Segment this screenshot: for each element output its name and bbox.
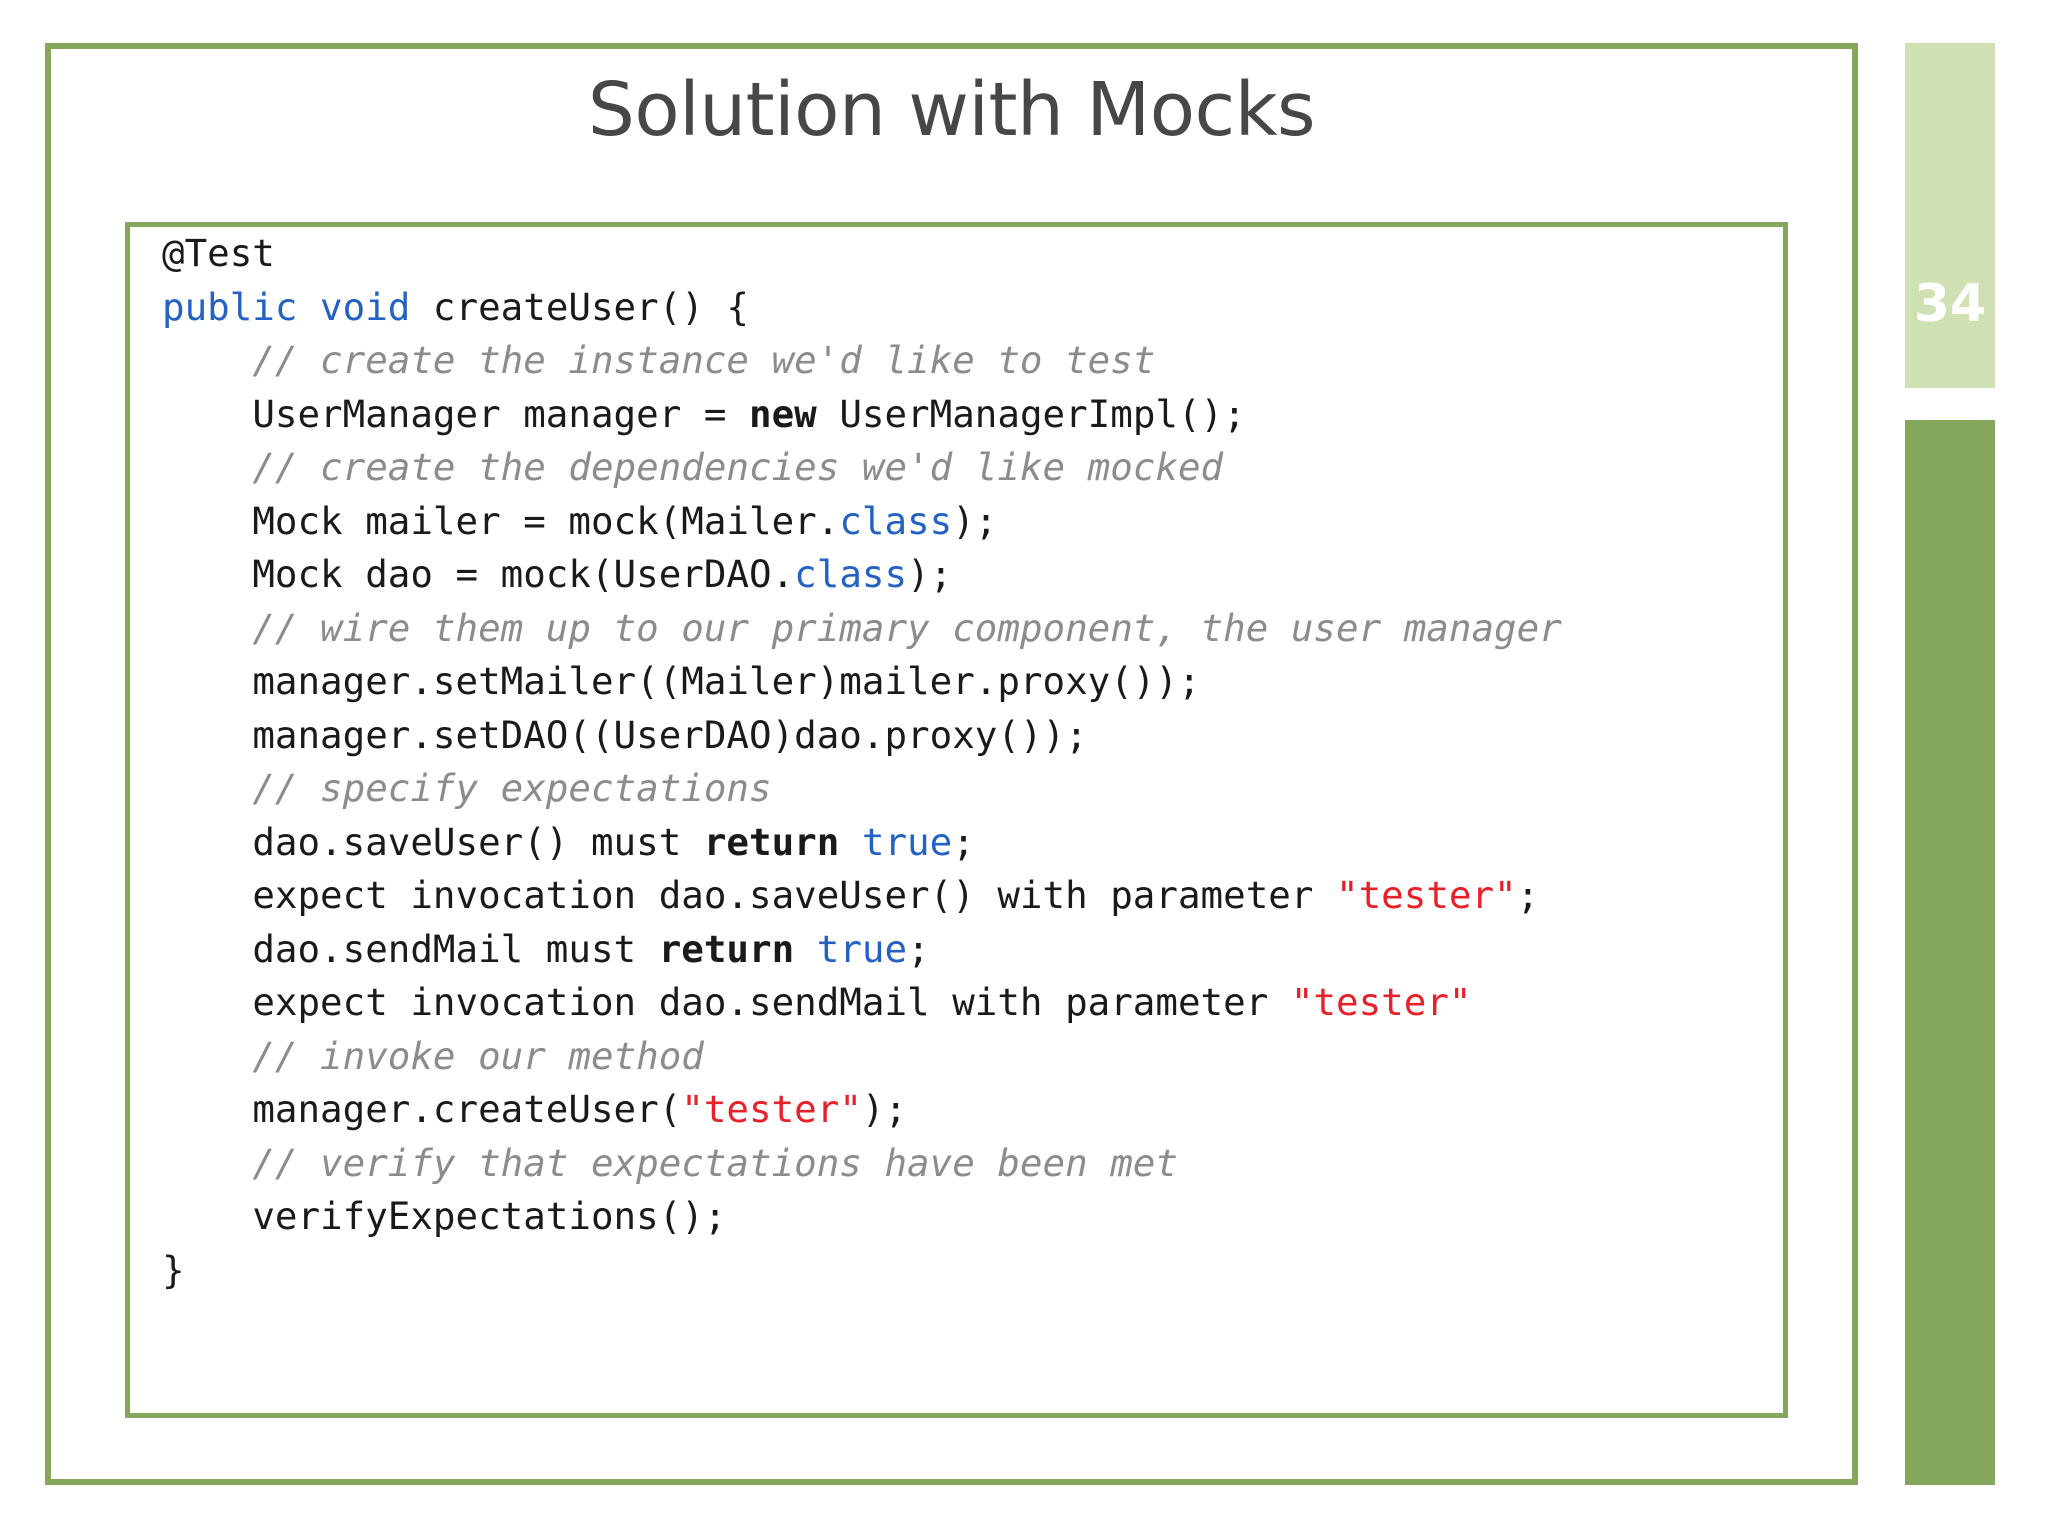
code-token-literal: true — [861, 819, 953, 864]
code-token-plain: @Test — [162, 231, 275, 275]
code-token-comment: // create the dependencies we'd like moc… — [252, 445, 1224, 489]
code-block-container: @Test public void createUser() { // creat… — [125, 222, 1788, 1418]
code-token-plain: ; — [952, 819, 975, 864]
code-line: UserManager manager = new UserManagerImp… — [140, 388, 1783, 442]
code-token-string: "tester" — [1336, 873, 1517, 917]
code-line: public void createUser() { — [140, 281, 1783, 335]
code-line: // wire them up to our primary component… — [140, 602, 1783, 656]
code-token-plain: ); — [861, 1087, 908, 1131]
side-accent-bar — [1905, 420, 1995, 1485]
code-token-plain: dao.saveUser() must — [252, 819, 704, 864]
code-token-comment: // wire them up to our primary component… — [252, 605, 1562, 650]
code-token-plain: manager.setDAO((UserDAO)dao.proxy()); — [252, 712, 1088, 757]
slide-number-label: 34 — [1913, 274, 1987, 334]
code-token-comment: // create the instance we'd like to test — [252, 338, 1156, 382]
code-line: @Test — [140, 227, 1783, 281]
code-line: Mock dao = mock(UserDAO.class); — [140, 548, 1783, 602]
code-token-string: "tester" — [681, 1087, 862, 1131]
code-token-keyword-bold: new — [749, 391, 817, 436]
code-line: expect invocation dao.sendMail with para… — [140, 976, 1783, 1030]
code-token-plain: UserManagerImpl(); — [816, 391, 1246, 436]
code-line: manager.setMailer((Mailer)mailer.proxy()… — [140, 655, 1783, 709]
code-line: // create the dependencies we'd like moc… — [140, 441, 1783, 495]
code-token-comment: // verify that expectations have been me… — [252, 1140, 1178, 1185]
code-line: manager.createUser("tester"); — [140, 1083, 1783, 1137]
code-line: Mock mailer = mock(Mailer.class); — [140, 495, 1783, 549]
code-line: } — [140, 1244, 1783, 1298]
code-token-keyword-bold: return — [658, 926, 795, 971]
code-line: // verify that expectations have been me… — [140, 1137, 1783, 1191]
code-line: dao.saveUser() must return true; — [140, 816, 1783, 870]
code-line: // specify expectations — [140, 762, 1783, 816]
slide-number-badge — [1905, 43, 1995, 388]
code-token-string: "tester" — [1290, 980, 1472, 1024]
code-token-plain: expect invocation dao.sendMail with para… — [252, 980, 1291, 1024]
code-line: manager.setDAO((UserDAO)dao.proxy()); — [140, 709, 1783, 763]
page-title: Solution with Mocks — [587, 67, 1316, 153]
code-token-comment: // specify expectations — [252, 766, 772, 810]
code-token-keyword: class — [839, 498, 953, 543]
code-line: expect invocation dao.saveUser() with pa… — [140, 869, 1783, 923]
code-token-plain: Mock dao = mock(UserDAO. — [252, 552, 795, 596]
code-token-keyword: public void — [162, 284, 411, 329]
code-token-plain: verifyExpectations(); — [252, 1194, 727, 1238]
code-token-plain: UserManager manager = — [252, 391, 750, 436]
code-token-keyword: class — [794, 552, 908, 596]
code-line: dao.sendMail must return true; — [140, 923, 1783, 977]
code-token-literal: true — [816, 926, 908, 971]
code-listing: @Test public void createUser() { // creat… — [140, 227, 1783, 1297]
code-token-plain — [839, 820, 862, 864]
code-line: verifyExpectations(); — [140, 1190, 1783, 1244]
code-token-plain: ; — [1516, 873, 1540, 917]
code-line: // invoke our method — [140, 1030, 1783, 1084]
code-token-plain: ); — [907, 552, 953, 596]
code-token-comment: // invoke our method — [252, 1033, 704, 1078]
code-token-plain: manager.setMailer((Mailer)mailer.proxy()… — [252, 659, 1201, 703]
code-token-plain: ; — [907, 926, 930, 971]
code-token-plain: expect invocation dao.saveUser() with pa… — [252, 873, 1337, 917]
code-token-plain: manager.createUser( — [252, 1087, 682, 1131]
code-block-inner: @Test public void createUser() { // creat… — [140, 227, 1783, 1413]
code-token-plain: ); — [952, 498, 998, 543]
code-token-keyword-bold: return — [703, 819, 840, 864]
code-token-plain: Mock mailer = mock(Mailer. — [252, 498, 840, 543]
code-token-plain: } — [162, 1247, 185, 1292]
code-token-plain — [794, 927, 817, 971]
code-token-plain: createUser() { — [410, 284, 750, 329]
code-token-plain: dao.sendMail must — [252, 926, 659, 971]
code-line: // create the instance we'd like to test — [140, 334, 1783, 388]
